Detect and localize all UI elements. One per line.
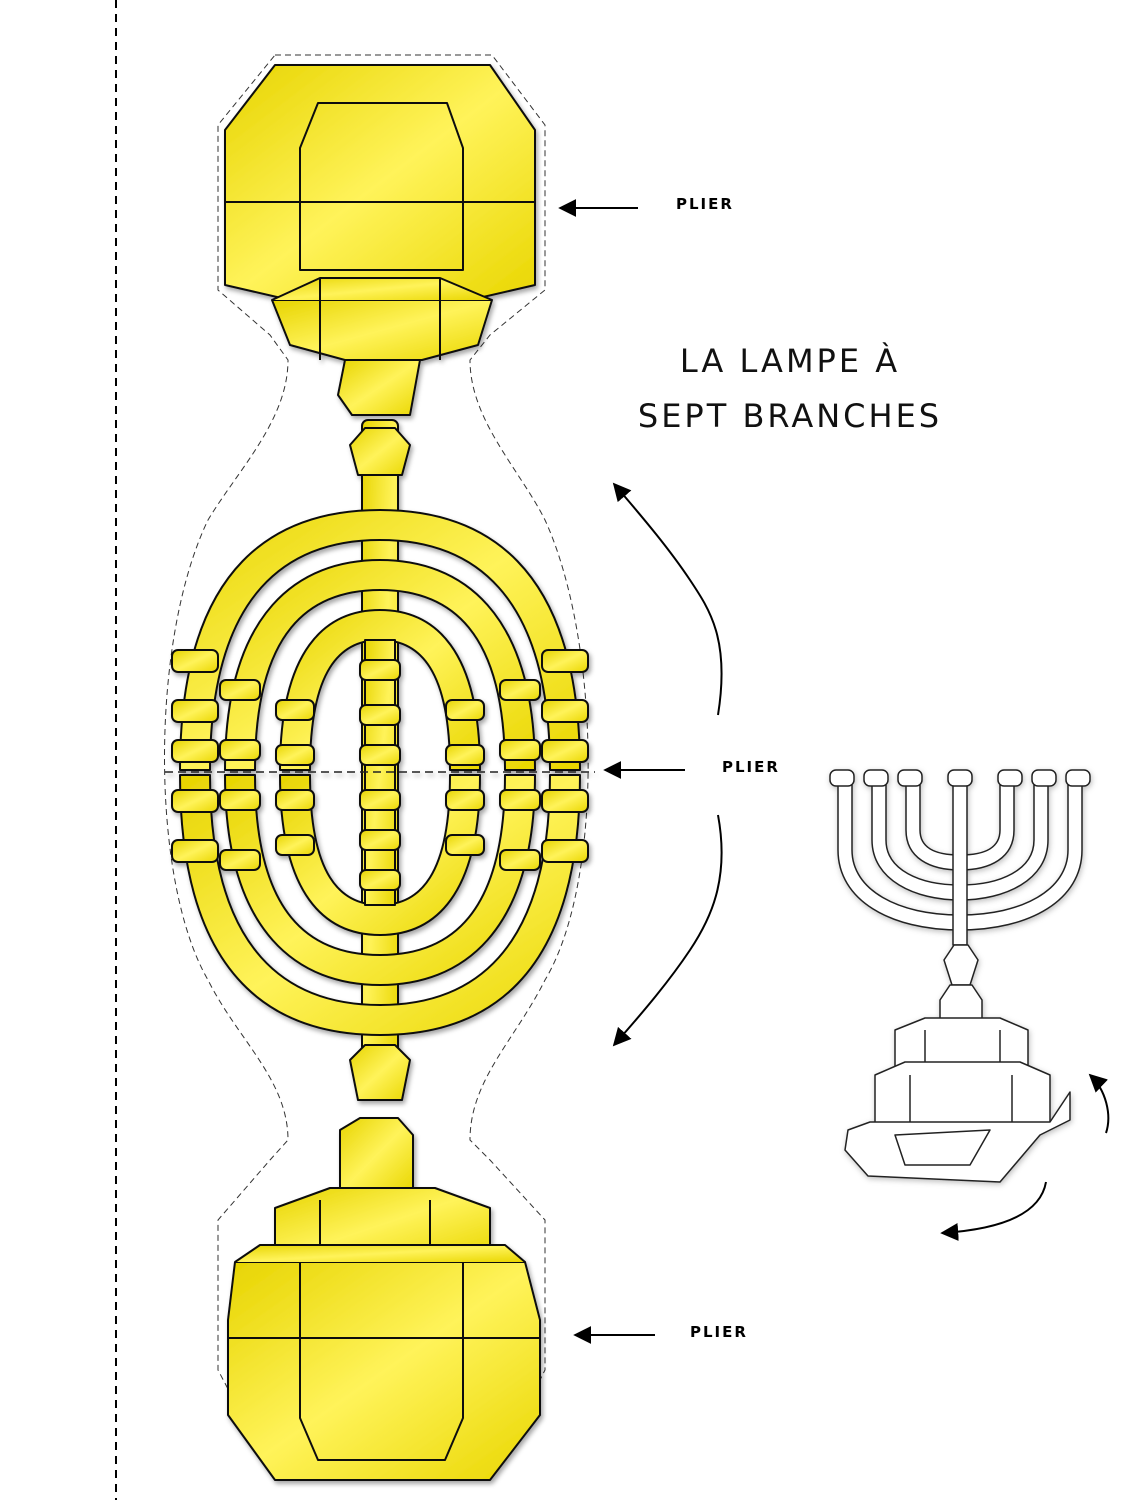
diagram-title: LA LAMPE À SEPT BRANCHES [560, 334, 1020, 444]
bottom-base [227, 1117, 541, 1481]
arrow-fold-down [612, 814, 723, 1047]
menorah-template [165, 419, 595, 1101]
assembled-preview [829, 769, 1091, 1183]
arrow-preview-left [940, 1181, 1047, 1241]
arrow-fold-up [612, 482, 723, 716]
title-line-2: SEPT BRANCHES [637, 397, 943, 435]
title-line-1: LA LAMPE À [679, 342, 901, 380]
top-base [224, 64, 536, 416]
fold-label-middle: PLIER [722, 758, 780, 776]
fold-arrows [558, 199, 1110, 1344]
fold-label-bottom: PLIER [690, 1323, 748, 1341]
arrow-preview-up [1088, 1073, 1110, 1134]
fold-label-top: PLIER [676, 195, 734, 213]
